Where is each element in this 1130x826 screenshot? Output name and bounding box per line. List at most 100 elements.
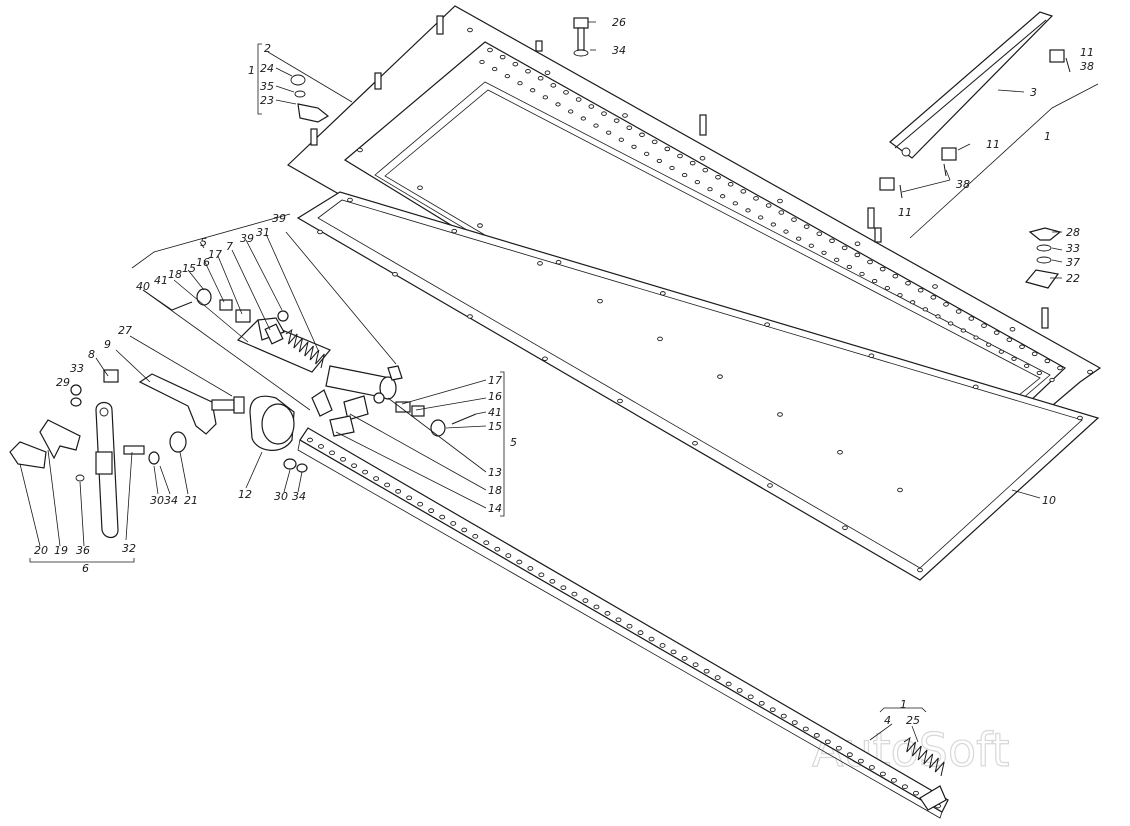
hole (347, 197, 353, 203)
hole (682, 172, 688, 178)
label-39: 39 (272, 212, 286, 225)
label-25: 25 (906, 714, 920, 727)
label-30: 30 (274, 490, 288, 503)
hole (867, 259, 873, 265)
hole (626, 623, 633, 629)
hole (727, 182, 734, 187)
hole (783, 229, 789, 234)
hole (593, 123, 599, 128)
hole (835, 745, 842, 751)
hole (406, 495, 413, 501)
hole (725, 681, 732, 687)
leader-lines (19, 21, 1099, 743)
hole (1031, 351, 1038, 357)
label-11: 11 (986, 138, 1000, 151)
hole (758, 700, 765, 706)
hole (901, 784, 908, 790)
label-28: 28 (1066, 226, 1080, 239)
hole (472, 533, 479, 539)
label-1: 1 (248, 64, 255, 77)
hole (732, 201, 738, 206)
hole (617, 398, 623, 404)
hole (842, 525, 848, 531)
hole (439, 514, 446, 520)
hole (791, 217, 797, 222)
hole (960, 328, 966, 333)
hole (829, 238, 835, 244)
label-7: 7 (226, 240, 233, 253)
hole (813, 733, 820, 738)
hole (483, 540, 490, 546)
hole (715, 174, 721, 180)
hole (568, 109, 574, 114)
hole (834, 257, 840, 262)
label-12: 12 (238, 488, 252, 501)
hole (525, 68, 531, 74)
hole (544, 70, 551, 75)
hole (905, 280, 911, 286)
hole (549, 578, 556, 584)
hole (884, 286, 890, 291)
hole (890, 777, 897, 783)
mounting-holes (307, 27, 1093, 809)
hole (703, 668, 710, 674)
label-16: 16 (196, 256, 210, 269)
hole (670, 649, 677, 655)
hole (986, 342, 992, 347)
hole (461, 527, 468, 533)
hole (777, 198, 783, 204)
hole (892, 273, 899, 279)
label-33: 33 (1066, 242, 1080, 255)
hole (417, 501, 424, 507)
hole (1024, 363, 1030, 368)
label-32: 32 (122, 542, 136, 555)
hole (340, 456, 347, 462)
spring-coil (285, 328, 325, 369)
label-11: 11 (898, 206, 912, 219)
hole (846, 264, 852, 270)
label-9: 9 (104, 338, 111, 351)
hole (618, 137, 624, 142)
hole (917, 288, 924, 293)
hole (689, 160, 696, 166)
spring-coil (903, 736, 945, 777)
callout-labels: 1 2 24 35 23 26 34 11 38 3 11 1 38 11 28… (34, 16, 1094, 727)
hole (428, 508, 435, 513)
hole (677, 153, 683, 159)
label-11: 11 (1080, 46, 1094, 59)
hole (770, 222, 776, 227)
label-18: 18 (168, 268, 182, 281)
label-36: 36 (76, 544, 90, 557)
hole (517, 81, 523, 86)
hole (692, 441, 698, 446)
hole (555, 260, 562, 265)
cover-strip (889, 11, 1054, 159)
label-15: 15 (182, 262, 196, 275)
label-31: 31 (256, 226, 270, 239)
hole (516, 559, 523, 565)
hole (317, 229, 323, 235)
label-3: 3 (1030, 86, 1037, 99)
hole (948, 321, 954, 326)
label-41: 41 (488, 406, 502, 419)
hole (588, 104, 595, 109)
hole (1011, 356, 1017, 361)
hole (868, 765, 875, 770)
hole (854, 241, 861, 246)
label-22: 22 (1066, 272, 1080, 285)
label-1: 1 (1044, 130, 1051, 143)
hole (512, 61, 519, 67)
hole (392, 272, 398, 277)
label-8: 8 (88, 348, 95, 361)
label-17: 17 (488, 374, 502, 387)
hole (357, 147, 363, 153)
hole (935, 314, 941, 319)
label-24: 24 (260, 62, 274, 75)
label-35: 35 (260, 80, 274, 93)
hole (753, 196, 759, 201)
hole (450, 521, 457, 526)
label-16: 16 (488, 390, 502, 403)
hole (717, 374, 723, 379)
hole (550, 83, 557, 88)
hole (769, 707, 776, 713)
